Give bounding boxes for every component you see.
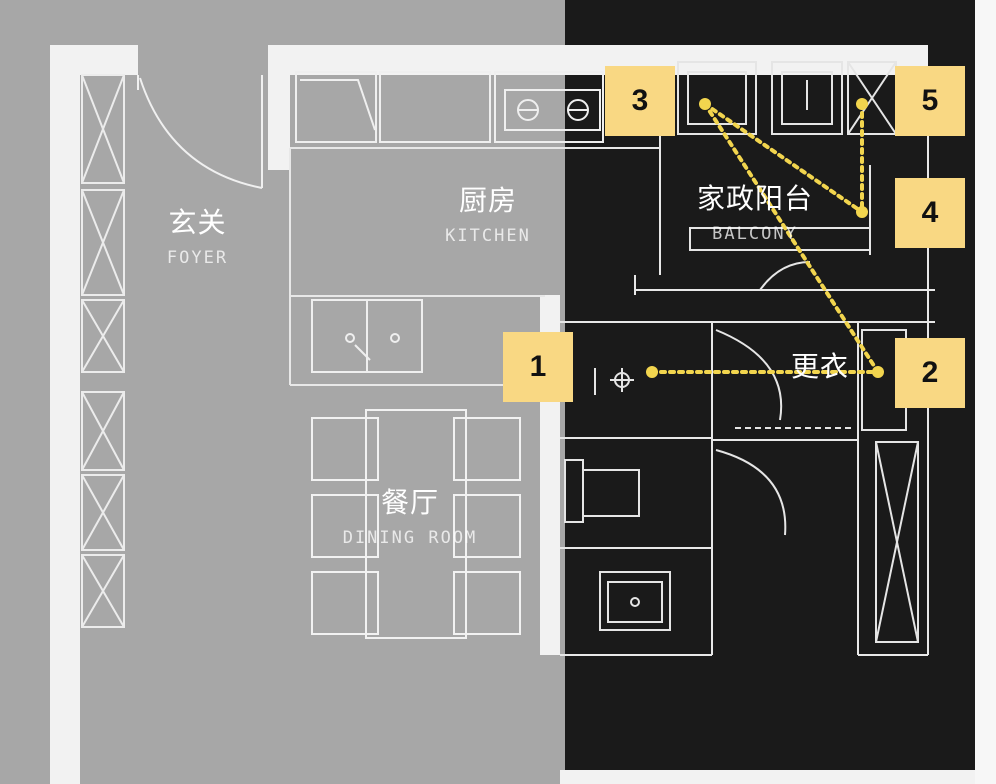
wash-basin-icon [599, 571, 671, 631]
badge-3: 3 [605, 66, 675, 136]
washing-machine-icon [677, 61, 843, 135]
right-margin [975, 0, 996, 784]
foyer-cn-label: 玄关 [168, 206, 227, 239]
path-3-4 [703, 102, 864, 214]
interior-walls [289, 75, 935, 656]
room-label-foyer: 玄关 FOYER [150, 206, 245, 269]
badge-4: 4 [895, 178, 965, 248]
foyer-en-label: FOYER [166, 248, 229, 268]
balcony-en-label: BALCONY [712, 224, 798, 244]
movement-paths [650, 102, 880, 374]
room-label-kitchen: 厨房 KITCHEN [428, 184, 548, 247]
badge-1: 1 [503, 332, 573, 402]
room-label-dressing: 更衣 [785, 352, 855, 382]
dressing-cn-label: 更衣 [790, 350, 849, 383]
stove-icon [504, 89, 601, 131]
toilet-icon [564, 459, 640, 523]
door-swing-icon [137, 75, 263, 189]
balcony-cn-label: 家政阳台 [696, 182, 813, 215]
dining-cn-label: 餐厅 [380, 486, 439, 519]
badge-5: 5 [895, 66, 965, 136]
path-endpoints [646, 98, 884, 378]
kitchen-en-label: KITCHEN [445, 226, 531, 246]
wardrobe-icon [81, 74, 125, 628]
room-label-dining: 餐厅 DINING ROOM [325, 486, 495, 549]
badge-2: 2 [895, 338, 965, 408]
door-swing-icon [715, 261, 811, 536]
path-3-2 [703, 102, 880, 374]
room-label-balcony: 家政阳台 BALCONY [690, 182, 820, 245]
kitchen-cn-label: 厨房 [458, 184, 517, 217]
dining-en-label: DINING ROOM [342, 528, 478, 548]
faucet-icon [594, 368, 634, 395]
dining-chair-icon [311, 417, 521, 635]
sink-icon [311, 299, 423, 373]
kitchen-cabinets [295, 71, 604, 143]
dining-table [365, 409, 467, 639]
